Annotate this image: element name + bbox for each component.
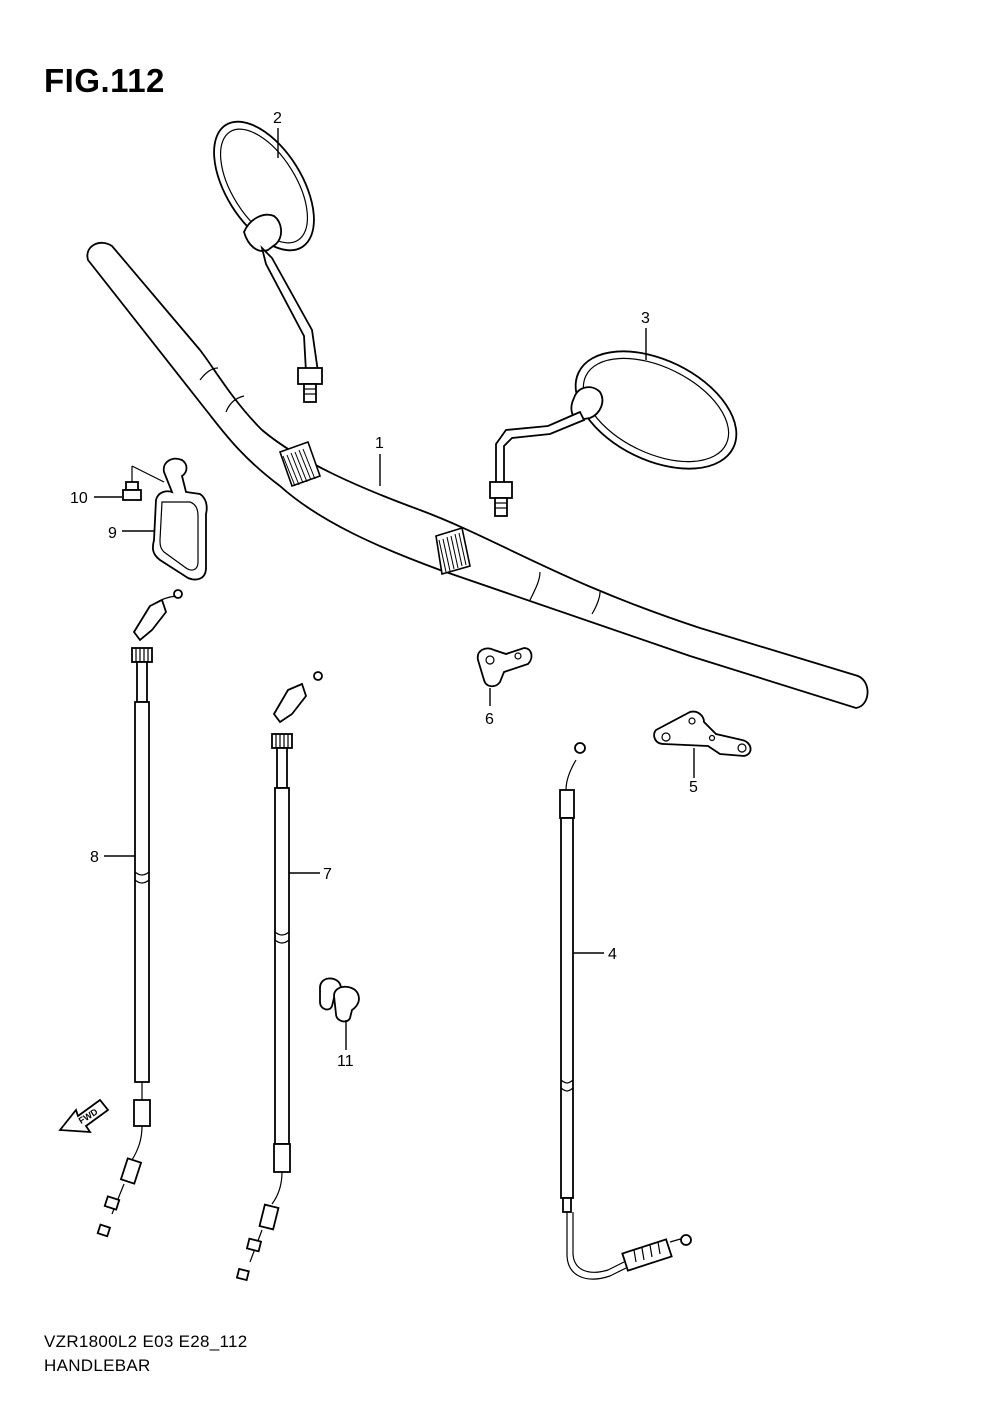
bolt-part[interactable] — [122, 465, 165, 501]
knurl-left — [278, 440, 322, 488]
callout-11: 11 — [337, 1053, 354, 1070]
callout-1: 1 — [375, 435, 384, 452]
callout-5: 5 — [689, 779, 698, 796]
holder-part[interactable] — [476, 647, 533, 688]
bracket-part[interactable] — [653, 710, 752, 757]
callout-7: 7 — [323, 866, 332, 883]
callout-3: 3 — [641, 310, 650, 327]
clutch-cable-part[interactable] — [559, 742, 692, 1280]
callout-10: 10 — [70, 490, 88, 507]
fwd-arrow: FWD — [58, 1098, 110, 1134]
leader-lines — [94, 128, 695, 1050]
wire-clamp-part[interactable] — [152, 457, 208, 581]
cable-clip-part[interactable] — [319, 977, 360, 1023]
left-mirror-part[interactable] — [194, 105, 335, 403]
callout-2: 2 — [273, 110, 282, 127]
model-code: VZR1800L2 E03 E28_112 — [44, 1332, 248, 1351]
figure-title: FIG.112 — [44, 62, 165, 99]
section-name: HANDLEBAR — [44, 1356, 151, 1375]
callout-9: 9 — [108, 525, 117, 542]
right-mirror-part[interactable] — [489, 327, 755, 517]
knurl-right — [435, 526, 471, 576]
handlebar-part[interactable] — [86, 241, 869, 709]
throttle-cable-1-part[interactable] — [96, 589, 183, 1238]
throttle-cable-2-part[interactable] — [235, 671, 323, 1282]
callout-8: 8 — [90, 849, 99, 866]
callout-4: 4 — [608, 946, 617, 963]
callout-6: 6 — [485, 711, 494, 728]
